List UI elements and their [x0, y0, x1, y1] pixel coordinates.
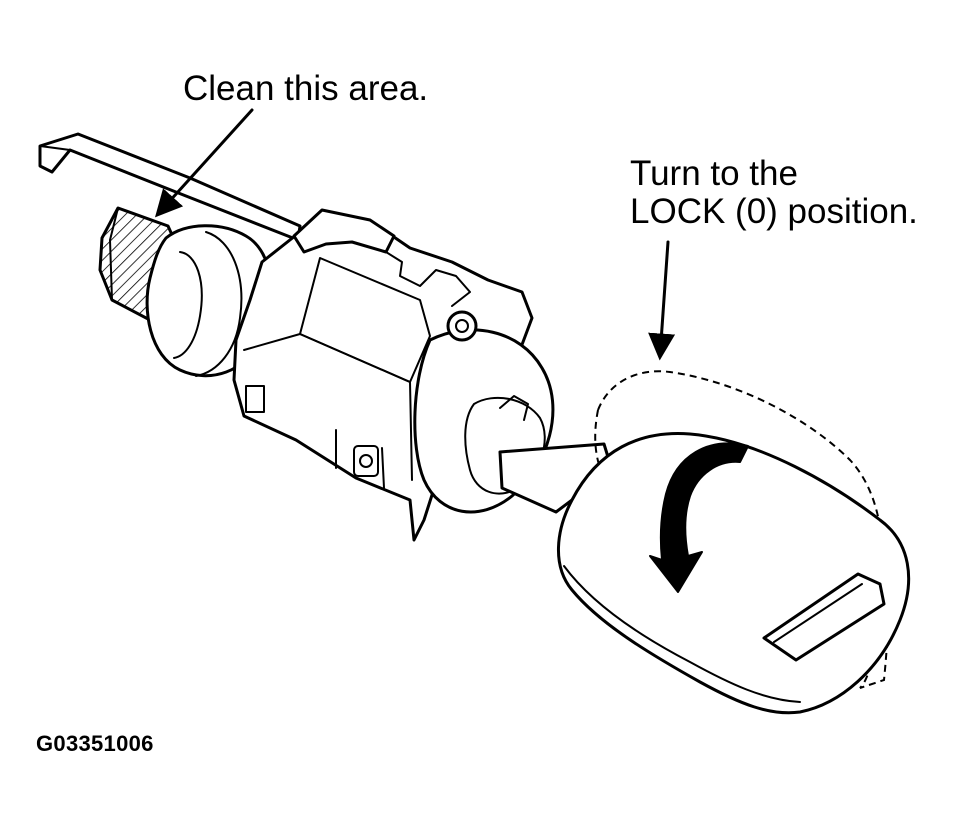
key-blade	[38, 132, 302, 242]
lock-position-callout-line1: Turn to the	[630, 154, 798, 193]
clean-area-callout: Clean this area.	[183, 69, 429, 108]
figure-id: G03351006	[36, 731, 154, 756]
clean-area-leader	[154, 108, 254, 218]
key-head	[556, 432, 911, 715]
lock-position-leader	[648, 240, 676, 361]
lock-position-callout-line2: LOCK (0) position.	[630, 191, 918, 231]
rotation-arrow	[649, 442, 749, 593]
lock-position-callout: Turn to the LOCK (0) position.	[630, 155, 918, 231]
lock-cylinder-housing	[232, 208, 555, 542]
